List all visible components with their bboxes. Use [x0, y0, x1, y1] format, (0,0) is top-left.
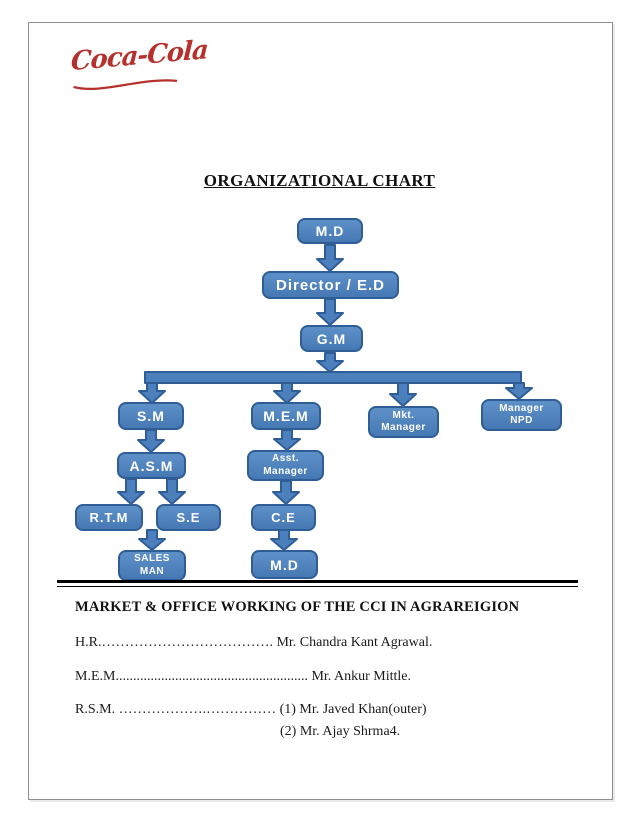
- org-node-mkt-manager-line2: Manager: [381, 422, 426, 433]
- org-node-director-ed: Director / E.D: [262, 271, 399, 299]
- arrow-ce-to-md: [270, 529, 298, 551]
- org-node-manager-npd: Manager NPD: [481, 399, 562, 431]
- arrow-asm-to-se: [158, 478, 186, 505]
- org-node-md-bottom-label: M.D: [270, 556, 299, 573]
- arrow-bar-to-sm: [138, 382, 166, 404]
- org-node-mkt-manager-line1: Mkt.: [392, 409, 415, 421]
- arrow-director-to-gm: [316, 298, 344, 326]
- arrow-sm-to-asm: [137, 429, 165, 453]
- org-node-rtm: R.T.M: [75, 504, 143, 531]
- org-node-asst-manager-line2: Manager: [263, 465, 308, 477]
- org-node-gm: G.M: [300, 325, 363, 352]
- coca-cola-logo: Coca-Cola: [69, 35, 209, 106]
- org-node-gm-label: G.M: [316, 330, 347, 347]
- org-node-md-top: M.D: [297, 218, 363, 244]
- section-divider: [57, 580, 578, 587]
- section-heading: MARKET & OFFICE WORKING OF THE CCI IN AG…: [75, 599, 520, 615]
- org-node-mem-label: M.E.M: [263, 408, 309, 424]
- arrow-asm-to-rtm: [117, 478, 145, 505]
- org-node-mem: M.E.M: [251, 402, 321, 430]
- org-node-sales-man: SALES MAN: [118, 550, 186, 581]
- org-node-se-label: S.E: [176, 510, 201, 525]
- arrow-gm-to-bar: [316, 352, 344, 373]
- org-node-director-ed-label: Director / E.D: [275, 276, 386, 294]
- org-node-ce: C.E: [251, 504, 316, 531]
- org-node-asst-manager-line1: Asst.: [272, 453, 299, 464]
- arrow-to-sales-man: [138, 529, 166, 551]
- arrow-mem-to-asst-manager: [273, 429, 301, 451]
- org-node-rtm-label: R.T.M: [89, 510, 129, 525]
- arrow-asst-manager-to-ce: [272, 480, 300, 505]
- org-node-asm-label: A.S.M: [129, 457, 174, 474]
- arrow-md-to-director: [316, 244, 344, 272]
- org-node-sales-man-line1: SALES: [134, 553, 170, 564]
- org-node-asst-manager: Asst. Manager: [247, 450, 324, 481]
- org-node-md-bottom: M.D: [251, 550, 318, 579]
- org-node-se: S.E: [156, 504, 221, 531]
- staff-line-rsm: R.S.M. ……………….…………… (1) Mr. Javed Khan(o…: [75, 702, 427, 717]
- org-node-sm: S.M: [118, 402, 184, 430]
- staff-line-hr: H.R.………………………………. Mr. Chandra Kant Agraw…: [75, 635, 433, 650]
- org-node-mkt-manager: Mkt. Manager: [368, 406, 439, 438]
- org-node-asm: A.S.M: [117, 452, 186, 479]
- arrow-bar-to-mkt-manager: [389, 382, 417, 407]
- arrow-bar-to-manager-npd: [505, 382, 533, 400]
- org-node-manager-npd-line2: NPD: [510, 415, 533, 426]
- org-node-manager-npd-line1: Manager: [499, 402, 544, 414]
- org-node-sm-label: S.M: [137, 408, 165, 424]
- staff-line-mem: M.E.M...................................…: [75, 669, 412, 684]
- org-node-sales-man-line2: MAN: [139, 565, 165, 577]
- connector-bar: [144, 371, 522, 384]
- page-title: ORGANIZATIONAL CHART: [203, 171, 436, 190]
- logo-swash-icon: [73, 79, 178, 91]
- org-node-ce-label: C.E: [271, 510, 296, 525]
- arrow-bar-to-mem: [273, 382, 301, 404]
- org-node-md-top-label: M.D: [315, 223, 345, 239]
- staff-line-rsm-2: (2) Mr. Ajay Shrma4.: [280, 724, 401, 739]
